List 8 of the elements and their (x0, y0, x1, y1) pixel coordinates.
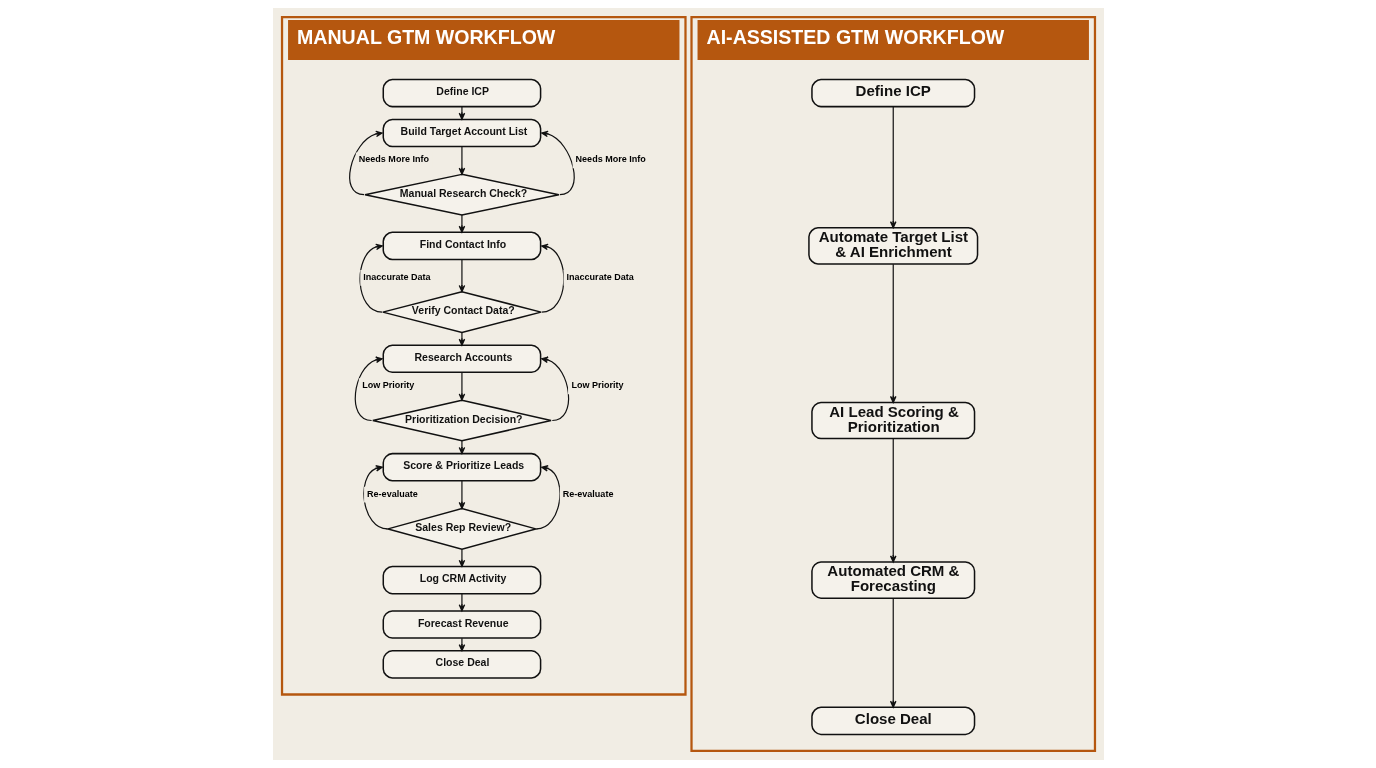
edge-label: Needs More Info (575, 154, 646, 165)
edge-label: Inaccurate Data (362, 271, 430, 282)
edge-label: Low Priority (570, 380, 624, 391)
edge-label: Needs More Info (358, 154, 429, 165)
edge-label: Re-evaluate (366, 488, 418, 499)
edge-label: Re-evaluate (562, 488, 613, 499)
edge-label: Inaccurate Data (566, 271, 634, 282)
edge-label: Low Priority (361, 380, 414, 391)
